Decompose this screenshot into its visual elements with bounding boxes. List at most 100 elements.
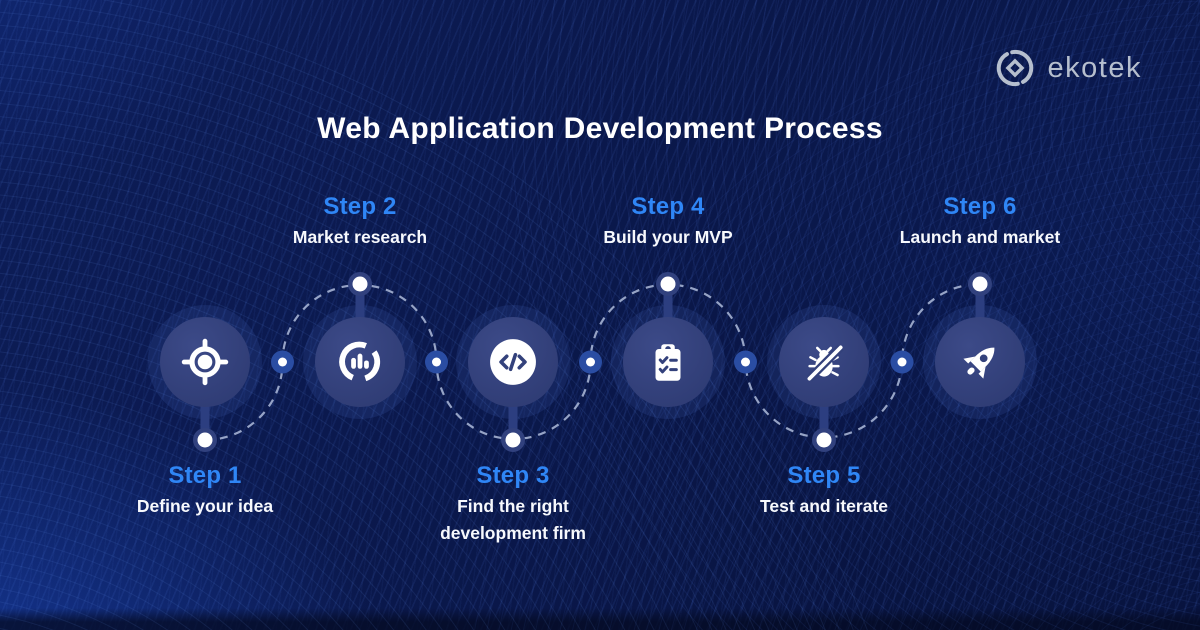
guilloche-arc (764, 0, 1169, 630)
brand-wordmark: ekotek (1047, 51, 1142, 84)
stem-dot (197, 432, 213, 448)
stem-dot (972, 276, 988, 292)
target-icon (181, 338, 229, 386)
guilloche-arc (610, 0, 843, 630)
step-number: Step 1 (168, 462, 242, 489)
rocket-icon (963, 347, 995, 379)
guilloche-arc (1050, 0, 1200, 342)
guilloche-arc (555, 0, 763, 630)
guilloche-arc (852, 0, 1200, 549)
guilloche-arc (1028, 0, 1200, 366)
step-number: Step 3 (476, 462, 550, 489)
step-label-3: Step 3 Find the right development firm (398, 462, 628, 547)
guilloche-arc (1138, 0, 1200, 242)
guilloche-arc (665, 0, 932, 630)
guilloche-arc (1127, 0, 1200, 256)
guilloche-arc (1116, 0, 1200, 269)
guilloche-arc (643, 0, 895, 630)
guilloche-arc (599, 0, 827, 630)
guilloche-arc (0, 614, 54, 630)
guilloche-arc (1149, 12, 1200, 228)
guilloche-arc (720, 0, 1040, 630)
guilloche-arc (522, 0, 719, 630)
guilloche-arc (962, 0, 1200, 435)
guilloche-arc (1061, 0, 1200, 330)
connector-dot (278, 357, 287, 367)
guilloche-arc (698, 0, 993, 630)
guilloche-arc (0, 260, 566, 630)
guilloche-arc (874, 0, 1200, 526)
guilloche-arc (621, 0, 860, 630)
connector-dot (432, 357, 441, 367)
guilloche-arc (1007, 506, 1200, 630)
chart-research-icon (339, 341, 381, 382)
guilloche-arc (797, 0, 1200, 605)
stem-dot (816, 432, 832, 448)
step-label-1: Step 1 Define your idea (90, 462, 320, 520)
guilloche-arc (775, 0, 1200, 627)
stem-dot (660, 276, 676, 292)
guilloche-arc (1072, 0, 1200, 318)
connector-dot (897, 357, 907, 367)
step-number: Step 5 (787, 462, 861, 489)
guilloche-arc (0, 535, 213, 630)
guilloche-arc (940, 0, 1200, 458)
guilloche-arc (819, 0, 1200, 582)
stem-dot (505, 432, 521, 448)
step-title: Build your MVP (603, 227, 733, 247)
step-title: Find the right development firm (440, 496, 586, 544)
guilloche-arc (577, 0, 795, 630)
ekotek-logo-icon (996, 49, 1033, 87)
step-number: Step 6 (943, 193, 1017, 220)
guilloche-arc (753, 0, 1128, 630)
page-title: Web Application Development Process (317, 112, 883, 145)
guilloche-arc (918, 0, 1200, 481)
guilloche-arc (951, 0, 1200, 447)
guilloche-arc (1039, 0, 1200, 354)
guilloche-arc (885, 0, 1200, 515)
guilloche-arc (830, 0, 1200, 571)
flow-path-layer (148, 272, 1037, 452)
guilloche-arc (742, 0, 1094, 630)
guilloche-arc (984, 0, 1200, 412)
connector-dot (586, 357, 595, 367)
guilloche-arc (863, 0, 1200, 537)
guilloche-arc (687, 0, 972, 630)
guilloche-arc (973, 0, 1200, 424)
guilloche-arc (1094, 0, 1200, 294)
brand-logo: ekotek (993, 46, 1142, 90)
bug-off-icon (806, 344, 844, 382)
step-title: Define your idea (136, 496, 274, 516)
guilloche-arc (654, 0, 913, 630)
connector-dot (741, 357, 750, 367)
guilloche-arc (0, 628, 9, 630)
guilloche-arc (929, 0, 1200, 469)
guilloche-arc (907, 0, 1200, 492)
step-label-5: Step 5 Test and iterate (709, 462, 939, 520)
step-title: Test and iterate (759, 496, 889, 516)
guilloche-arc (533, 0, 733, 630)
guilloche-arc (786, 0, 1200, 616)
guilloche-arc (896, 0, 1200, 503)
guilloche-arc (588, 0, 810, 630)
code-icon (490, 339, 536, 385)
guilloche-arc (544, 0, 748, 630)
guilloche-arc (566, 0, 779, 630)
guilloche-arc (0, 548, 191, 630)
guilloche-arc (995, 0, 1200, 401)
guilloche-arc (1105, 0, 1200, 282)
guilloche-arc (632, 0, 877, 630)
guilloche-arc (0, 561, 168, 630)
guilloche-arc (1052, 542, 1200, 630)
guilloche-arc (1083, 0, 1200, 306)
stem-dot (352, 276, 368, 292)
step-number: Step 2 (323, 193, 397, 220)
guilloche-arc (841, 0, 1200, 560)
guilloche-arc (1006, 0, 1200, 389)
guilloche-arc (808, 0, 1200, 593)
guilloche-arc (676, 0, 952, 630)
guilloche-arc (709, 0, 1016, 630)
